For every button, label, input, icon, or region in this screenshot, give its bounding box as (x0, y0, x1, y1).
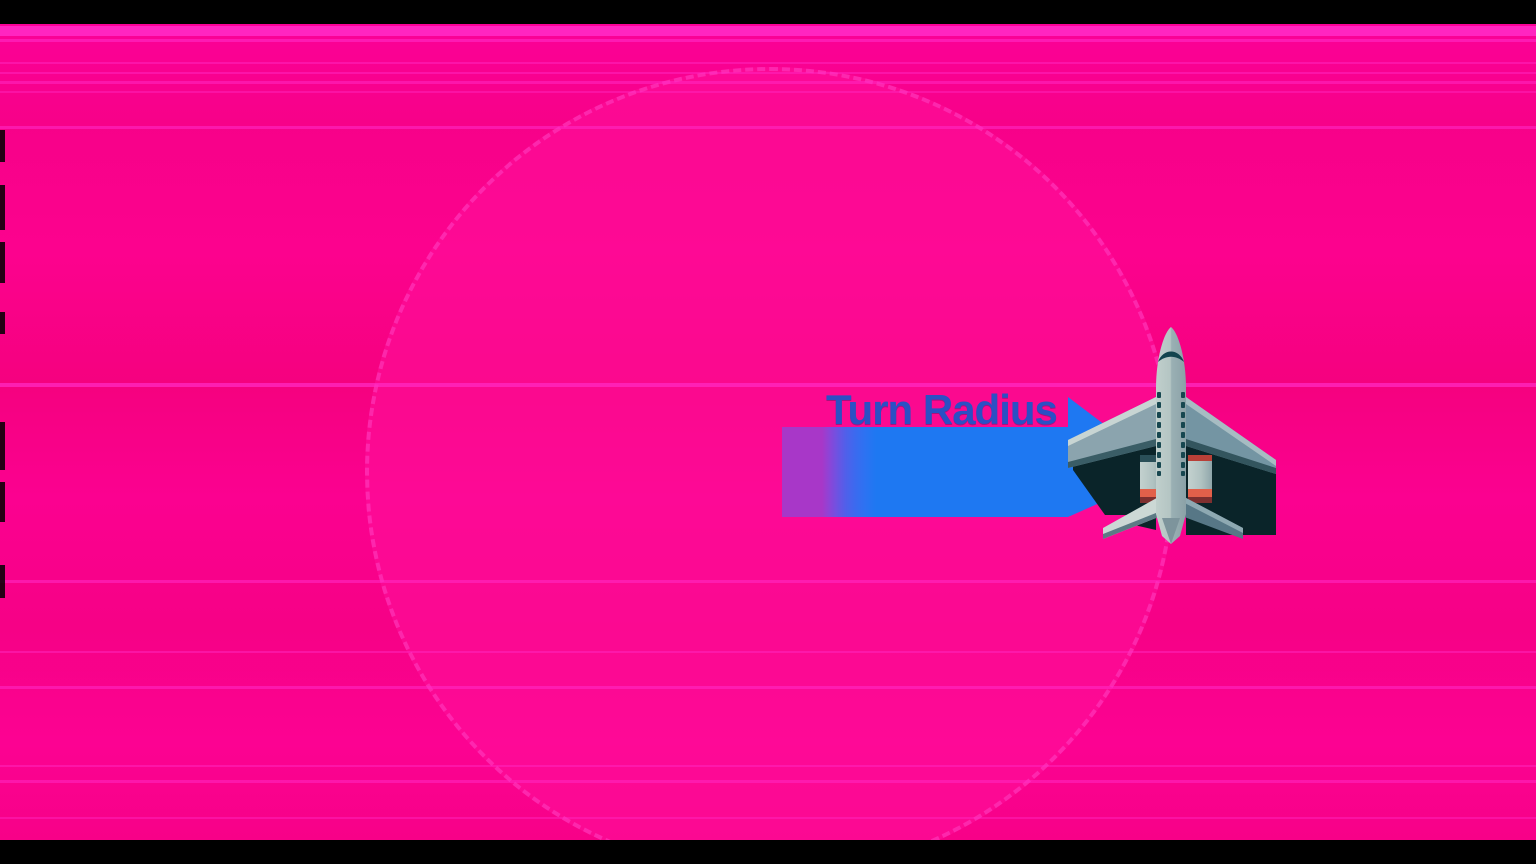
cockpit-windshield (1158, 351, 1184, 362)
edge-artifact (0, 185, 5, 230)
banding-stripe (0, 72, 1536, 74)
left-wing-leading-edge (1068, 397, 1156, 446)
radius-arrow-shaft (782, 427, 1068, 517)
fuselage-windows (1157, 392, 1185, 476)
banding-stripe (0, 383, 1536, 387)
banding-stripe (0, 81, 1536, 84)
edge-artifact (0, 422, 5, 470)
banding-stripe (0, 26, 1536, 36)
banding-stripe (0, 651, 1536, 653)
edge-artifact (0, 565, 5, 598)
right-wing-leading-edge (1186, 397, 1276, 466)
sky-background: Turn Radius (0, 24, 1536, 840)
banding-stripe (0, 686, 1536, 689)
left-stabilizer-edge (1103, 507, 1171, 539)
fuselage (1156, 327, 1186, 544)
banding-stripe (0, 765, 1536, 767)
edge-artifact (0, 242, 5, 283)
turn-center-marker (782, 433, 822, 517)
banding-stripe (0, 780, 1536, 783)
left-wing-shadow (1073, 446, 1156, 515)
banding-stripe (0, 580, 1536, 583)
right-wing-trailing-edge (1186, 439, 1276, 474)
edge-artifact (0, 482, 5, 522)
right-engine (1188, 455, 1212, 503)
edge-artifact (0, 130, 5, 162)
banding-stripe (0, 91, 1536, 93)
letterbox-top-bar (0, 0, 1536, 24)
letterbox-bottom-bar (0, 840, 1536, 864)
banding-stripe (0, 62, 1536, 64)
banding-stripe (0, 126, 1536, 129)
tail-cone (1162, 518, 1180, 544)
airplane-top-view-icon (1068, 327, 1276, 544)
banding-stripe (0, 39, 1536, 42)
right-stabilizer-edge (1171, 490, 1243, 533)
edge-artifact (0, 312, 5, 334)
turn-radius-label: Turn Radius (826, 386, 1058, 433)
left-stabilizer (1103, 490, 1171, 539)
left-wing-trailing-edge (1068, 439, 1156, 468)
banding-stripe (0, 817, 1536, 819)
